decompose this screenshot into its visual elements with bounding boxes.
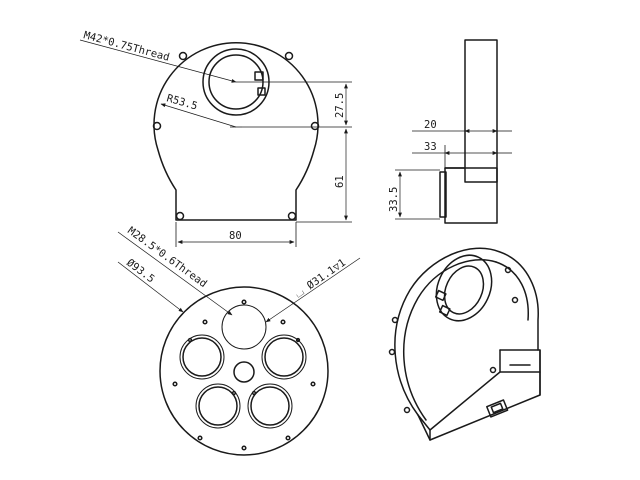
thread-leader <box>79 39 237 83</box>
center-hub <box>233 361 255 383</box>
front-height-label: 61 <box>334 175 346 188</box>
port-tab <box>254 71 264 81</box>
front-offset-label: 27.5 <box>334 93 346 118</box>
screw-hole <box>284 51 294 61</box>
port-tab <box>257 87 266 96</box>
wheel-diameter-leader <box>117 261 184 313</box>
screw-hole <box>178 51 188 61</box>
front-thread-label: M42*0.75Thread <box>82 29 171 64</box>
side-view: 20 33 33.5 <box>388 39 512 224</box>
front-radius-label: R53.5 <box>165 92 199 112</box>
filter-hole <box>179 334 225 380</box>
side-body-block <box>444 167 498 224</box>
isometric-view <box>388 247 541 441</box>
screw-hole <box>152 121 162 131</box>
screw-hole <box>310 121 320 131</box>
radius-leader <box>160 103 237 128</box>
wheel-thread-label: M28.5*0.6Thread <box>125 225 209 290</box>
side-port-label: 33.5 <box>388 187 400 212</box>
screw-hole <box>287 211 297 221</box>
side-wheel-housing <box>464 39 498 183</box>
filter-hole-inner <box>250 386 290 426</box>
filter-hole <box>195 383 241 429</box>
front-housing-outline <box>153 42 319 221</box>
filter-hole-inner <box>198 386 238 426</box>
screw-hole <box>175 211 185 221</box>
front-width-label: 80 <box>229 230 242 242</box>
filter-hole-inner <box>264 337 304 377</box>
side-depth-label: 20 <box>424 119 437 131</box>
front-view: M42*0.75Thread R53.5 27.5 61 80 <box>79 29 352 247</box>
side-body-label: 33 <box>424 141 437 153</box>
filter-hole <box>247 383 293 429</box>
filter-hole <box>221 304 267 350</box>
wheel-thread-leader <box>117 231 233 316</box>
filter-hole-inner <box>182 337 222 377</box>
iso-body-block <box>417 349 541 441</box>
wheel-view: M28.5*0.6Thread Ø93.5 ⌴ Ø31.1▽1 <box>117 225 361 456</box>
wheel-bore-leader <box>265 257 361 323</box>
filter-wheel-disc <box>159 286 329 456</box>
usb-port <box>486 399 509 418</box>
filter-hole <box>261 334 307 380</box>
iso-thread-port <box>435 254 493 322</box>
wheel-bore-label: ⌴ Ø31.1▽1 <box>293 257 348 301</box>
iso-housing-outline <box>394 247 539 416</box>
wheel-diameter-label: Ø93.5 <box>124 257 156 286</box>
